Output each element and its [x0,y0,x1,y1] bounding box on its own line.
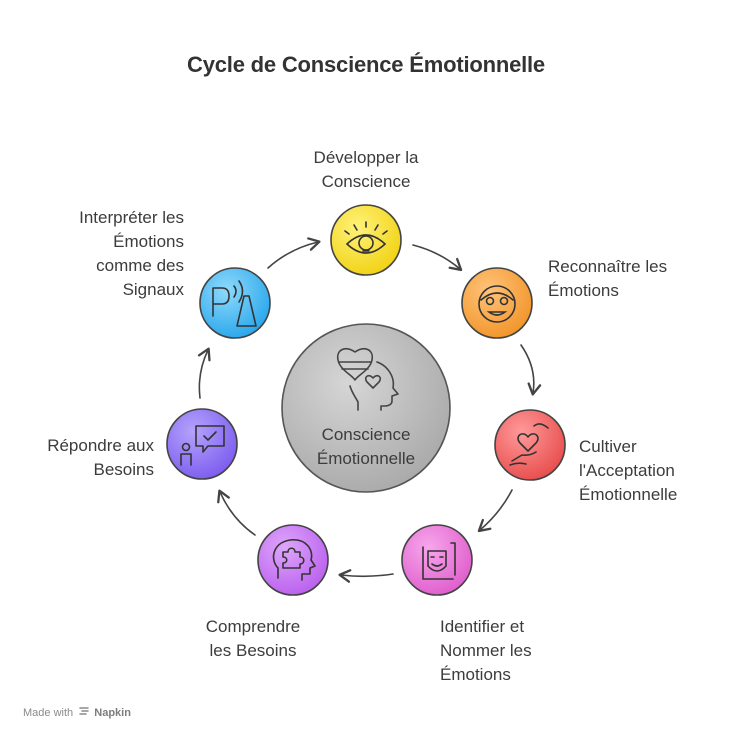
step-node-2 [461,267,533,339]
step-label-3: Cultiver l'Acceptation Émotionnelle [579,437,678,504]
step-label-5: Comprendre les Besoins [205,617,301,660]
arrow-4 [338,569,394,583]
face-icon [478,285,516,323]
step-node-3 [494,409,566,481]
arrow-1 [412,244,463,272]
step-label-6: Répondre aux Besoins [47,436,154,479]
arrow-5 [217,489,256,536]
mask-frame-icon [422,542,456,580]
step-label-4: Identifier et Nommer les Émotions [440,617,532,684]
person-chat-icon [180,425,225,466]
step-label-1: Développer la Conscience [313,148,419,191]
step-node-1 [330,204,402,276]
arrow-2 [520,344,542,396]
signal-cone-icon [212,280,257,327]
eye-lightbulb-icon [344,221,388,254]
heart-head-icon [336,348,399,411]
step-label-7: Interpréter les Émotions comme des Signa… [79,208,184,299]
step-node-7 [199,267,271,339]
napkin-logo-icon [79,706,89,719]
diagram-title: Cycle de Conscience Émotionnelle [187,52,545,77]
puzzle-head-icon [272,539,316,581]
cycle-arrows [197,237,542,583]
step-node-6 [166,408,238,480]
made-with-footer: Made with Napkin [23,706,131,719]
arrow-6 [197,347,211,399]
step-label-2: Reconnaître les Émotions [548,257,668,300]
arrow-3 [477,489,513,533]
hand-heart-icon [509,423,549,466]
step-node-4 [401,524,473,596]
center-label: Conscience Émotionnelle [316,425,416,468]
step-node-5 [257,524,329,596]
arrow-7 [267,237,321,269]
center-node [281,323,451,493]
